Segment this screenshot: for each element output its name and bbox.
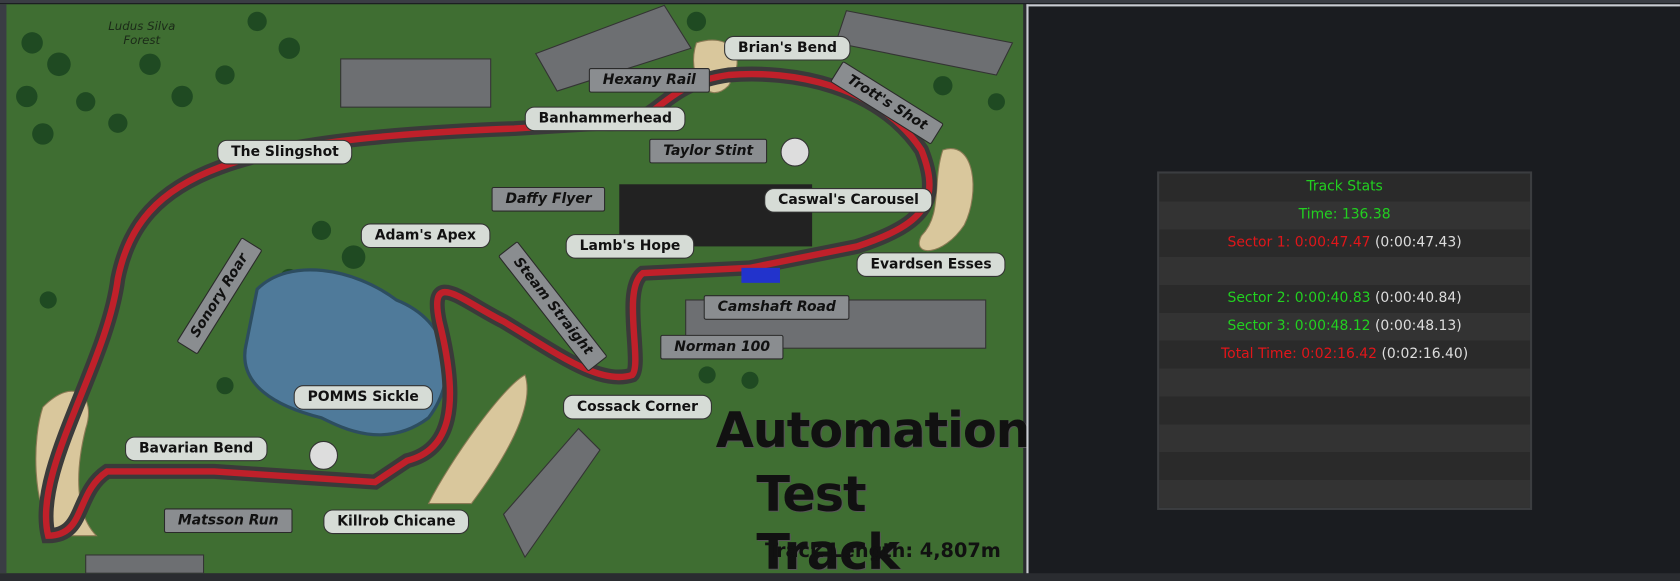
corner-label: Hexany Rail (588, 68, 710, 93)
total-row: Total Time: 0:02:16.42 (0:02:16.40) (1159, 341, 1530, 369)
corner-label: The Slingshot (217, 139, 353, 165)
corner-label: Bavarian Bend (125, 436, 268, 462)
sector1-row: Sector 1: 0:00:47.47 (0:00:47.43) (1159, 229, 1530, 257)
total-time: Total Time: 0:02:16.42 (1221, 346, 1378, 363)
stats-title: Track Stats (1306, 178, 1383, 195)
sector1-ref: (0:00:47.43) (1374, 234, 1462, 251)
stats-panel-area: Track Stats Time: 136.38 Sector 1: 0:00:… (1026, 4, 1680, 574)
corner-label: Lamb's Hope (565, 234, 695, 259)
sector1-time: Sector 1: 0:00:47.47 (1227, 234, 1371, 251)
corner-label: Taylor Stint (649, 138, 768, 164)
corner-label: Adam's Apex (360, 223, 490, 249)
sand-traps (35, 39, 974, 537)
map-title-line2: Test Track (756, 464, 899, 581)
corner-label: Killrob Chicane (323, 509, 470, 535)
timer-icon (780, 137, 810, 167)
sector3-ref: (0:00:48.13) (1374, 318, 1462, 335)
sector2-time: Sector 2: 0:00:40.83 (1227, 290, 1371, 307)
corner-label: Camshaft Road (703, 295, 850, 320)
stats-time: Time: 136.38 (1298, 206, 1391, 223)
track-stats-box: Track Stats Time: 136.38 Sector 1: 0:00:… (1157, 171, 1533, 510)
corner-label: Daffy Flyer (491, 186, 606, 212)
corner-label: Evardsen Esses (856, 252, 1006, 277)
corner-label: Cossack Corner (563, 394, 712, 420)
grandstands (85, 4, 1014, 574)
corner-label: POMMS Sickle (293, 385, 433, 410)
lake (243, 268, 449, 437)
total-ref: (0:02:16.40) (1381, 346, 1469, 363)
timer-icon (309, 440, 339, 470)
track-length: Track Length: 4,807m (764, 539, 1001, 563)
corner-label: Banhammerhead (524, 106, 686, 132)
sector3-time: Sector 3: 0:00:48.12 (1227, 318, 1371, 335)
sector3-row: Sector 3: 0:00:48.12 (0:00:48.13) (1159, 313, 1530, 341)
corner-label: Caswal's Carousel (764, 188, 933, 213)
map-title-line1: Automation (715, 400, 1031, 459)
sector2-ref: (0:00:40.84) (1374, 290, 1462, 307)
car-icon (741, 267, 780, 283)
corner-label: Matsson Run (163, 508, 293, 534)
sector2-row: Sector 2: 0:00:40.83 (0:00:40.84) (1159, 285, 1530, 313)
corner-label: Norman 100 (660, 334, 784, 360)
corner-label: Brian's Bend (724, 35, 851, 61)
top-bar (0, 0, 1680, 5)
